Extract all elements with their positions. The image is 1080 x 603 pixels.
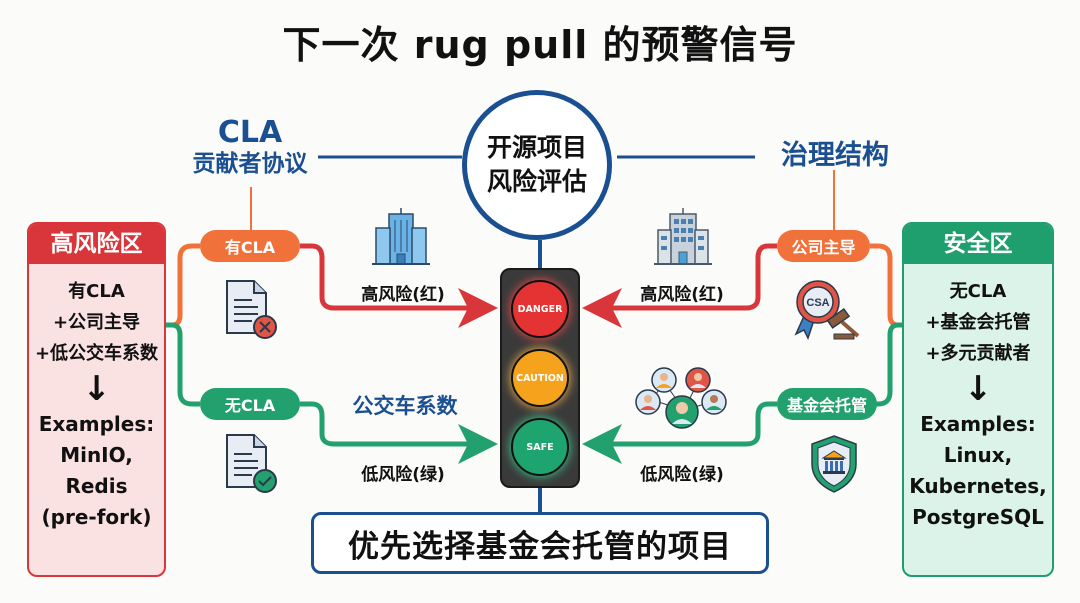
foundation-pill: 基金会托管 xyxy=(777,388,877,420)
bus-factor-heading: 公交车系数 xyxy=(352,394,458,418)
caution-lamp: CAUTION xyxy=(511,349,569,407)
office-building-icon xyxy=(654,208,712,265)
traffic-light: DANGER CAUTION SAFE xyxy=(500,268,580,488)
high-risk-zone-header: 高风险区 xyxy=(29,224,164,264)
condition: 有CLA xyxy=(68,281,125,302)
condition: +公司主导 xyxy=(52,312,141,333)
cla-heading-sub: 贡献者协议 xyxy=(192,151,308,177)
arrow-foundation-low-risk xyxy=(582,401,777,464)
governance-heading: 治理结构 xyxy=(781,140,889,171)
safe-zone-header: 安全区 xyxy=(904,224,1052,264)
danger-lamp: DANGER xyxy=(511,280,569,338)
cla-heading-main: CLA xyxy=(217,115,283,150)
safe-conditions: 无CLA +基金会托管 +多元贡献者 xyxy=(904,276,1052,369)
safe-lamp: SAFE xyxy=(511,418,569,476)
condition: +基金会托管 xyxy=(925,312,1031,333)
arrow-no-cla-low-risk xyxy=(300,401,498,464)
arrow-company-high-risk xyxy=(582,243,777,328)
example-line: Linux, xyxy=(943,443,1013,467)
example-line: Examples: xyxy=(920,412,1036,436)
high-risk-zone: 高风险区 有CLA +公司主导 +低公交车系数 ↓ Examples: MinI… xyxy=(27,222,166,577)
office-building-icon xyxy=(372,208,430,265)
example-line: MinIO, xyxy=(60,443,133,467)
center-line-2: 风险评估 xyxy=(486,167,587,196)
example-line: Examples: xyxy=(38,412,155,436)
no-cla-pill: 无CLA xyxy=(200,388,300,420)
document-x-icon xyxy=(226,280,277,339)
document-check-icon xyxy=(226,434,277,493)
contributors-network-icon xyxy=(635,367,727,429)
safe-zone: 安全区 无CLA +基金会托管 +多元贡献者 ↓ Examples: Linux… xyxy=(902,222,1054,577)
line-zone-to-company xyxy=(870,243,902,328)
shield-bank-icon xyxy=(811,435,857,493)
line-zone-to-has-cla xyxy=(166,243,200,328)
condition: +低公交车系数 xyxy=(34,343,159,364)
line-zone-to-no-cla xyxy=(166,322,200,407)
example-line: PostgreSQL xyxy=(912,505,1044,529)
down-arrow-icon: ↓ xyxy=(82,369,111,409)
right-high-risk-label: 高风险(红) xyxy=(640,285,724,305)
page-title: 下一次 rug pull 的预警信号 xyxy=(282,23,798,67)
left-high-risk-label: 高风险(红) xyxy=(361,285,445,305)
down-arrow-icon: ↓ xyxy=(963,369,993,409)
example-line: Kubernetes, xyxy=(909,474,1047,498)
condition: 无CLA xyxy=(949,281,1007,302)
safe-examples: Examples: Linux, Kubernetes, PostgreSQL xyxy=(904,409,1052,533)
csa-text: CSA xyxy=(806,297,829,309)
has-cla-pill: 有CLA xyxy=(200,230,300,262)
arrow-has-cla-high-risk xyxy=(300,243,498,328)
conclusion-box: 优先选择基金会托管的项目 xyxy=(311,512,769,574)
csa-badge-gavel-icon: CSA xyxy=(794,280,860,340)
example-line: Redis xyxy=(65,474,128,498)
risk-assessment-circle: 开源项目 风险评估 xyxy=(462,90,612,240)
company-led-pill: 公司主导 xyxy=(777,230,870,262)
high-risk-examples: Examples: MinIO, Redis (pre-fork) xyxy=(29,409,164,533)
high-risk-conditions: 有CLA +公司主导 +低公交车系数 xyxy=(29,276,164,369)
right-low-risk-label: 低风险(绿) xyxy=(640,465,724,485)
condition: +多元贡献者 xyxy=(925,343,1031,364)
line-zone-to-foundation xyxy=(870,322,902,407)
center-line-1: 开源项目 xyxy=(486,133,587,162)
left-low-risk-label: 低风险(绿) xyxy=(361,465,445,485)
example-line: (pre-fork) xyxy=(41,505,152,529)
cla-heading: CLA 贡献者协议 xyxy=(170,116,330,178)
